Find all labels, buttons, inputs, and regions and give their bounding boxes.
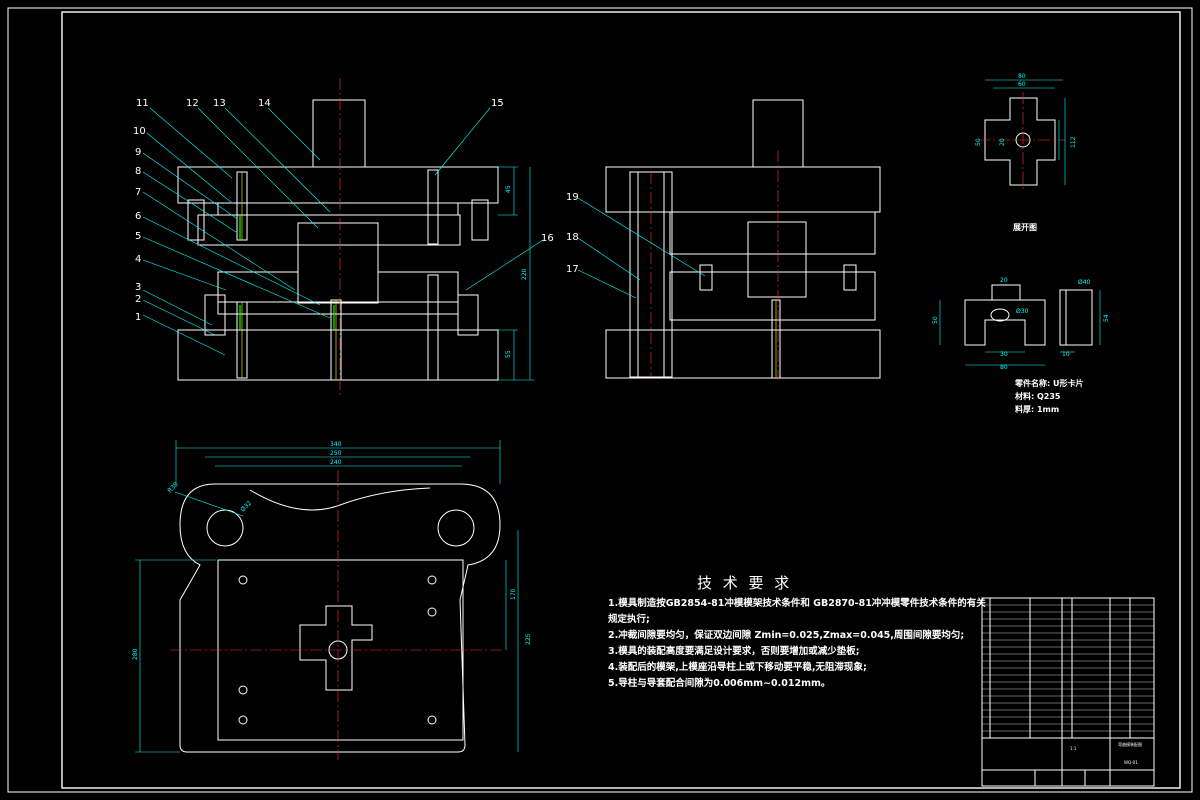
side-view-part-numbers: 17 18 19 [566,192,579,275]
note-line-1: 1.模具制造按GB2854-81冲模模架技术条件和 GB2870-81冲冲模零件… [608,597,986,609]
dim-part-top: 20 [1000,277,1008,284]
plan-view-dimensions: 340 250 240 280 225 170 R38 Ø32 [132,441,532,660]
technical-requirements: 技 术 要 求 1.模具制造按GB2854-81冲模模架技术条件和 GB2870… [608,574,986,689]
part-num-2: 2 [135,294,141,305]
part-material: 材料: Q235 [1015,391,1061,401]
part-num-4: 4 [135,254,141,265]
part-num-16: 16 [541,233,554,244]
plan-view [135,440,519,760]
title-block: 1:1 弯曲模装配图 WQ-01 [981,737,1155,787]
inner-frame [61,11,1181,789]
main-view-part-numbers: 1 2 3 4 5 6 7 8 9 10 11 12 13 14 15 16 [133,98,554,323]
note-line-3: 2.冲裁间隙要均匀，保证双边间隙 Zmin=0.025,Zmax=0.045,周… [608,629,964,641]
dim-plan-hole1: R38 [166,481,179,494]
dim-plan-w2: 250 [330,450,342,457]
dim-part-right: 54 [1103,314,1110,322]
dim-plan-hole2: Ø32 [239,500,253,514]
part-num-15: 15 [491,98,504,109]
title-block-scale: 1:1 [1070,746,1077,751]
dim-part-left: 50 [932,316,939,324]
main-section-view [142,78,544,395]
blank-view-label: 展开图 [1012,223,1037,232]
part-num-7: 7 [135,187,141,198]
part-num-10: 10 [133,126,146,137]
formed-part-dimensions: 20 Ø40 Ø30 50 54 30 80 10 [932,277,1110,371]
note-line-5: 4.装配后的模架,上模座沿导柱上或下移动要平稳,无阻滞现象; [608,661,867,673]
blank-dimensions: 80 60 50 20 112 展开图 [975,73,1077,232]
dim-blank-top2: 60 [1018,81,1026,88]
part-info: 零件名称: U形卡片 材料: Q235 料厚: 1mm [1014,378,1083,414]
dim-blank-side2: 20 [999,138,1006,146]
part-num-19: 19 [566,192,579,203]
part-num-1: 1 [135,312,141,323]
part-num-3: 3 [135,282,141,293]
part-num-13: 13 [213,98,226,109]
title-block-drawing-no: WQ-01 [1124,760,1138,765]
blank-development-view [978,79,1066,192]
parts-list-table [981,597,1155,739]
part-num-8: 8 [135,166,141,177]
title-block-drawing-title: 弯曲模装配图 [1118,741,1142,747]
main-view-dimensions: 45 220 55 [505,185,528,358]
dim-plan-h2: 225 [525,633,532,645]
notes-title: 技 术 要 求 [697,574,792,592]
part-num-5: 5 [135,231,141,242]
side-section-view [577,99,881,380]
dim-blank-side1: 50 [975,138,982,146]
dim-blank-top1: 80 [1018,73,1026,80]
dim-plan-w3: 240 [330,459,342,466]
note-line-6: 5.导柱与导套配合间隙为0.006mm~0.012mm。 [608,677,830,689]
part-name: 零件名称: U形卡片 [1014,378,1083,388]
dim-part-bottom2: 80 [1000,364,1008,371]
part-num-18: 18 [566,232,579,243]
part-num-6: 6 [135,211,141,222]
part-thickness: 料厚: 1mm [1015,404,1059,414]
dim-part-d2: Ø30 [1016,308,1029,315]
formed-part-views [939,284,1101,366]
dim-bottom-height: 55 [505,350,512,358]
part-num-12: 12 [186,98,199,109]
note-line-4: 3.模具的装配高度要满足设计要求，否则要增加或减少垫板; [608,645,860,657]
dim-plan-h3: 170 [510,588,517,600]
dim-blank-side3: 112 [1070,136,1077,148]
dim-part-bottom1: 30 [1000,351,1008,358]
dim-plan-h1: 280 [132,648,139,660]
outer-frame [7,7,1193,793]
part-num-11: 11 [136,98,149,109]
note-line-2: 规定执行; [608,613,650,625]
part-num-9: 9 [135,147,141,158]
part-num-17: 17 [566,264,579,275]
dim-plan-w1: 340 [330,441,342,448]
part-num-14: 14 [258,98,271,109]
dim-top-height: 45 [505,185,512,193]
dim-part-d1: Ø40 [1078,279,1091,286]
dim-total-height: 220 [521,268,528,280]
dim-part-small: 10 [1062,351,1070,358]
